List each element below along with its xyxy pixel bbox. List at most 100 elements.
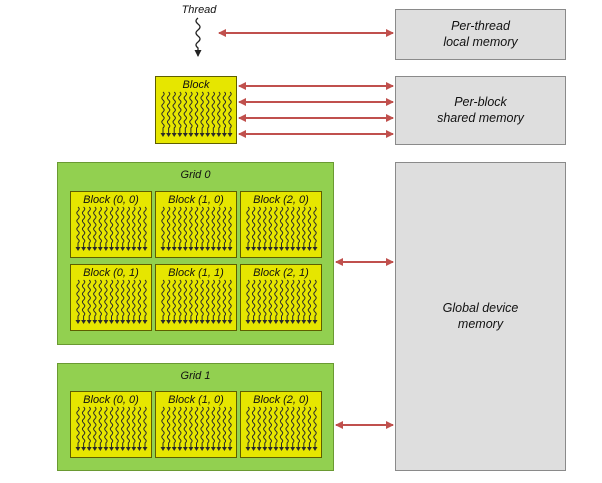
thread-arrowhead-icon — [284, 320, 290, 324]
thread-arrowhead-icon — [205, 133, 211, 137]
thread-wave-icon — [296, 279, 300, 320]
thread-arrowhead-icon — [210, 133, 216, 137]
thread-wave-icon — [206, 91, 210, 133]
thread-wave-icon — [228, 91, 232, 133]
thread-wave-icon — [274, 279, 278, 320]
local-memory-line1: Per-thread — [451, 18, 510, 33]
thread-arrowhead-icon — [166, 447, 172, 451]
thread-wave-icon — [121, 279, 125, 320]
thread-wave-icon — [126, 206, 130, 247]
thread-arrowhead-icon — [251, 247, 257, 251]
thread-arrowhead-icon — [171, 320, 177, 324]
thread-wave-icon — [291, 279, 295, 320]
thread-wave-icon — [211, 279, 215, 320]
thread-warps — [160, 279, 233, 324]
thread-wave-icon — [121, 406, 125, 447]
grid-0-block: Block (2, 0) — [240, 191, 322, 258]
thread-arrowhead-icon — [221, 133, 227, 137]
thread-warps — [160, 406, 233, 451]
thread-wave-icon — [200, 91, 204, 133]
thread-arrowhead-icon — [267, 320, 273, 324]
thread-wave-icon — [109, 206, 114, 247]
thread-arrowhead-icon — [114, 447, 120, 451]
thread-arrowhead-icon — [92, 247, 98, 251]
thread-arrowhead-icon — [301, 447, 307, 451]
thread-wave-icon — [109, 279, 114, 320]
thread-arrowhead-icon — [312, 320, 318, 324]
thread-arrowhead-icon — [221, 320, 227, 324]
thread-arrowhead-icon — [81, 447, 87, 451]
thread-arrowhead-icon — [210, 320, 216, 324]
thread-wave-icon — [166, 206, 171, 247]
thread-wave-icon — [274, 406, 278, 447]
grid-0-block: Block (1, 0) — [155, 191, 237, 258]
thread-wave-icon — [183, 91, 187, 133]
thread-wave-icon — [246, 279, 250, 320]
thread-wave-icon — [104, 279, 108, 320]
thread-arrowhead-icon — [86, 320, 92, 324]
thread-warps — [75, 279, 148, 324]
thread-wave-icon — [178, 279, 182, 320]
thread-arrowhead-icon — [188, 447, 194, 451]
thread-wave-icon — [161, 279, 165, 320]
thread-wave-icon — [285, 279, 289, 320]
thread-wave-icon — [76, 206, 80, 247]
thread-arrowhead-icon — [194, 133, 199, 137]
thread-wave-icon — [115, 279, 119, 320]
thread-arrowhead-icon — [210, 247, 216, 251]
thread-arrowhead-icon — [199, 247, 205, 251]
thread-arrowhead-icon — [312, 247, 318, 251]
thread-arrowhead-icon — [120, 247, 126, 251]
thread-arrowhead-icon — [262, 447, 268, 451]
grid-0: Grid 0 Block (0, 0) Block (1, 0) Block (… — [57, 162, 334, 345]
thread-wave-icon — [222, 279, 227, 320]
thread-wave-icon — [302, 206, 306, 247]
thread-arrowhead-icon — [160, 133, 166, 137]
thread-wave-icon — [263, 279, 267, 320]
thread-wave-icon — [109, 406, 114, 447]
thread-arrowhead-icon — [284, 247, 290, 251]
thread-arrowhead-icon — [114, 320, 120, 324]
thread-wave-icon — [189, 91, 193, 133]
thread-arrowhead-icon — [166, 133, 172, 137]
block-label: Block (2, 0) — [253, 194, 309, 206]
thread-arrowhead-icon — [267, 247, 273, 251]
thread-wave-icon — [194, 91, 199, 133]
thread-wave-icon — [211, 206, 215, 247]
thread-wave-icon — [189, 406, 193, 447]
thread-arrowhead-icon — [256, 320, 262, 324]
thread-arrowhead-icon — [92, 320, 98, 324]
thread-arrowhead-icon — [256, 247, 262, 251]
thread-squiggle-icon — [194, 17, 202, 57]
thread-wave-icon — [161, 91, 165, 133]
thread-arrowhead-icon — [142, 320, 148, 324]
thread-arrowhead-icon — [306, 247, 312, 251]
thread-arrowhead-icon — [131, 320, 137, 324]
thread-arrowhead-icon — [262, 320, 268, 324]
thread-arrowhead-icon — [103, 447, 109, 451]
thread-wave-icon — [302, 406, 306, 447]
thread-arrowhead-icon — [131, 447, 137, 451]
thread-arrowhead-icon — [160, 447, 166, 451]
thread-wave-icon — [257, 406, 261, 447]
thread-arrowhead-icon — [136, 447, 142, 451]
thread-arrowhead-icon — [188, 247, 194, 251]
thread-arrowhead-icon — [92, 447, 98, 451]
thread-wave-icon — [121, 206, 125, 247]
thread-wave-icon — [87, 206, 91, 247]
shared-memory-line2: shared memory — [437, 110, 524, 125]
thread-wave-icon — [81, 206, 86, 247]
thread-arrowhead-icon — [251, 320, 257, 324]
thread-arrowhead-icon — [75, 320, 81, 324]
block-label: Block (1, 0) — [168, 394, 224, 406]
thread-wave-icon — [126, 279, 130, 320]
thread-wave-icon — [98, 206, 102, 247]
thread-wave-icon — [302, 279, 306, 320]
thread-wave-icon — [166, 279, 171, 320]
thread-arrowhead-icon — [177, 247, 183, 251]
thread-arrowhead-icon — [194, 447, 199, 451]
thread-wave-icon — [246, 406, 250, 447]
thread-wave-icon — [206, 206, 210, 247]
thread-arrowhead-icon — [279, 320, 284, 324]
